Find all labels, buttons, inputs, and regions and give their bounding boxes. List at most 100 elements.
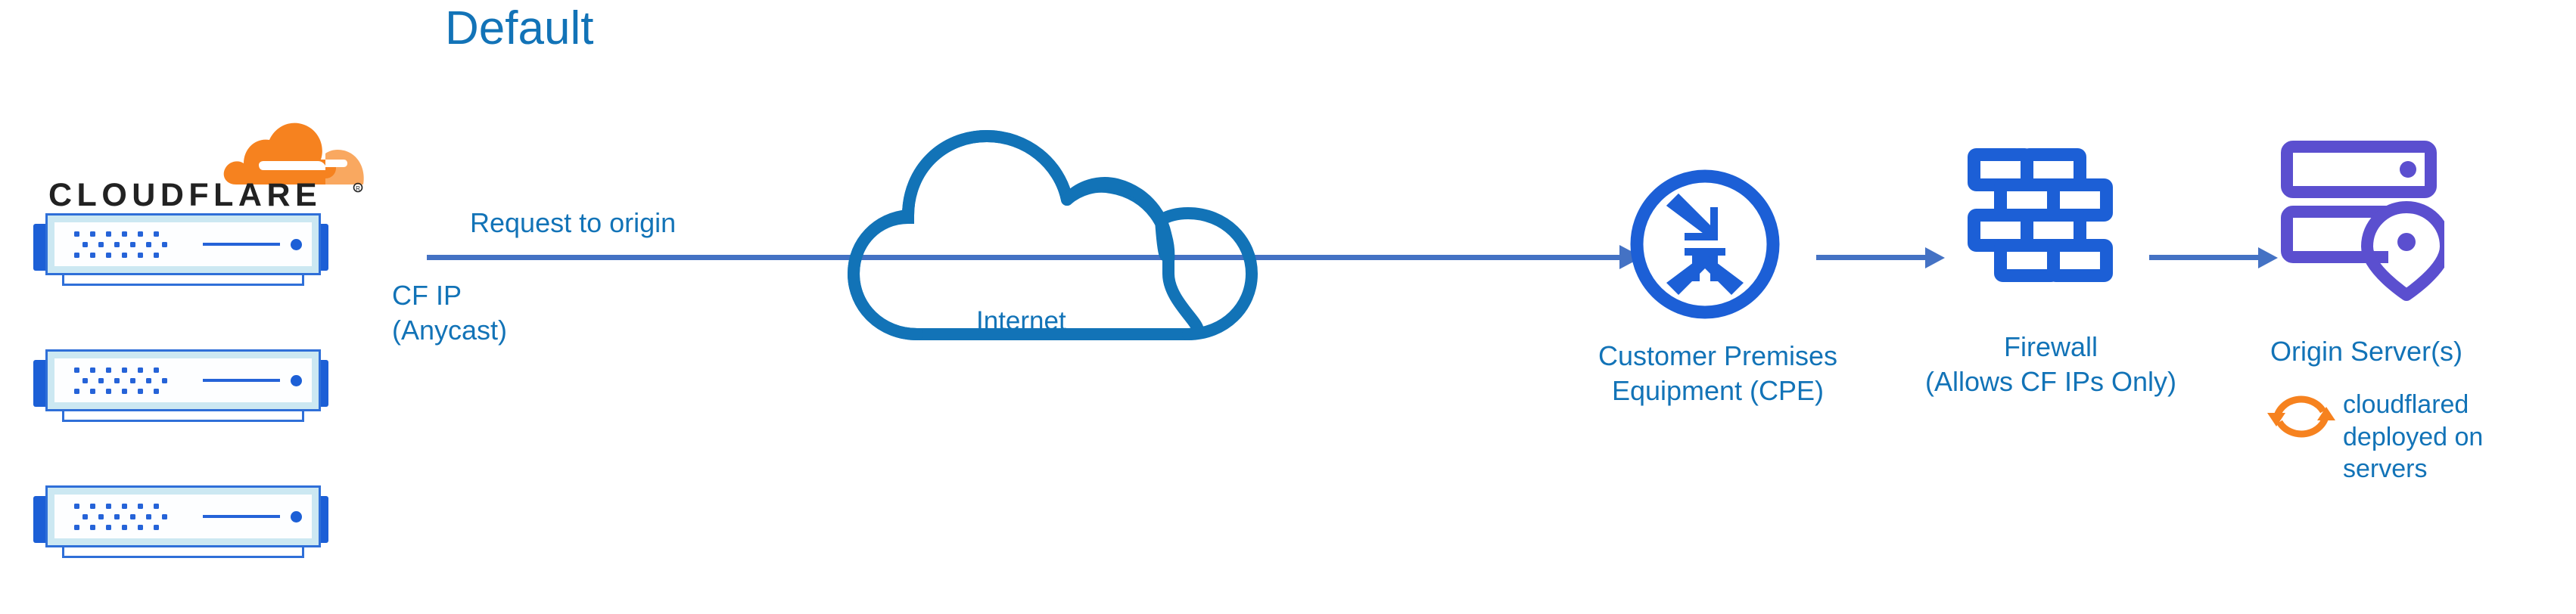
server-led-dot <box>90 367 95 373</box>
server-led-dot <box>114 514 120 519</box>
server-led-dot <box>74 231 79 237</box>
cf-ip-label-line2: (Anycast) <box>392 315 508 346</box>
server-led-dot <box>114 242 120 247</box>
server-frame <box>45 349 321 411</box>
server-led-dot <box>122 389 127 394</box>
server-led-dot <box>90 504 95 509</box>
cpe-to-firewall-arrow-line <box>1816 255 1927 260</box>
server-led-dot <box>90 253 95 258</box>
server-led-dot <box>138 525 143 530</box>
server-frame <box>45 485 321 547</box>
server-led-dot <box>90 389 95 394</box>
server-led-dot <box>138 504 143 509</box>
cloudflare-cloud-logo-icon <box>222 112 366 185</box>
server-led-dot <box>154 525 159 530</box>
server-power-led <box>291 239 302 250</box>
firewall-label-line1: Firewall <box>2003 331 2098 362</box>
firewall-label: Firewall (Allows CF IPs Only) <box>1884 330 2217 399</box>
server-led-dot <box>129 514 135 519</box>
server-led-dot <box>138 253 143 258</box>
request-to-origin-label: Request to origin <box>470 207 677 238</box>
server-led-dot <box>154 389 159 394</box>
server-led-dot <box>106 389 111 394</box>
cloudflared-label: cloudflared deployed on servers <box>2343 389 2540 485</box>
router-four-arrows-icon <box>1626 165 1784 324</box>
server-led-dot <box>106 525 111 530</box>
cloudflared-label-line2: deployed on <box>2343 422 2484 451</box>
server-led-dot <box>138 231 143 237</box>
server-led-dot <box>74 389 79 394</box>
server-face <box>54 495 312 538</box>
server-led-dot <box>114 378 120 383</box>
server-led-dot <box>122 367 127 373</box>
server-led-dot <box>98 514 104 519</box>
cloudflare-logo: CLOUDFLARE R <box>35 112 368 213</box>
firewall-to-origin-arrow-line <box>2149 255 2260 260</box>
server-led-dot <box>145 514 151 519</box>
cf-ip-label: CF IP (Anycast) <box>392 278 507 348</box>
server-led-dot <box>82 242 88 247</box>
server-indicator-bar <box>203 379 280 382</box>
server-led-dot <box>138 367 143 373</box>
server-power-led <box>291 375 302 386</box>
cloudflare-wordmark: CLOUDFLARE R <box>48 177 366 213</box>
server-led-dot <box>74 367 79 373</box>
server-led-dot <box>74 253 79 258</box>
server-led-dot <box>145 242 151 247</box>
server-led-dot <box>90 231 95 237</box>
internet-cloud-icon <box>838 106 1277 340</box>
server-led-dot <box>122 231 127 237</box>
server-led-dot <box>106 367 111 373</box>
server-indicator-bar <box>203 243 280 246</box>
server-led-dot <box>138 389 143 394</box>
server-led-dot <box>154 253 159 258</box>
server-led-dot <box>74 525 79 530</box>
server-led-matrix <box>74 504 173 532</box>
server-led-dot <box>122 253 127 258</box>
server-face <box>54 222 312 266</box>
server-face <box>54 358 312 402</box>
cf-server-unit-2 <box>23 340 339 425</box>
origin-server-label: Origin Server(s) <box>2270 336 2463 367</box>
cpe-to-firewall-arrow-head-icon <box>1925 247 1945 268</box>
server-led-dot <box>74 504 79 509</box>
brick-wall-icon <box>1968 148 2117 299</box>
server-led-dot <box>154 231 159 237</box>
server-led-dot <box>161 242 167 247</box>
firewall-label-line2: (Allows CF IPs Only) <box>1924 366 2177 398</box>
server-led-dot <box>145 378 151 383</box>
server-led-dot <box>106 253 111 258</box>
cloudflared-label-line3: servers <box>2343 454 2428 483</box>
internet-label: Internet <box>976 306 1066 336</box>
cpe-label: Customer Premises Equipment (CPE) <box>1559 339 1877 408</box>
server-frame <box>45 213 321 275</box>
server-led-dot <box>129 378 135 383</box>
server-led-dot <box>106 231 111 237</box>
request-arrow-line <box>427 255 1624 260</box>
server-led-matrix <box>74 231 173 260</box>
refresh-sync-circular-arrows-icon <box>2266 383 2337 451</box>
cloudflared-label-line1: cloudflared <box>2343 390 2469 419</box>
cf-ip-label-line1: CF IP <box>392 280 462 311</box>
server-led-dot <box>106 504 111 509</box>
server-led-dot <box>82 378 88 383</box>
server-led-dot <box>82 514 88 519</box>
cpe-label-line1: Customer Premises <box>1598 340 1838 371</box>
server-led-dot <box>90 525 95 530</box>
cf-server-unit-3 <box>23 476 339 561</box>
server-led-dot <box>154 367 159 373</box>
server-led-dot <box>154 504 159 509</box>
server-led-dot <box>122 525 127 530</box>
svg-text:CLOUDFLARE: CLOUDFLARE <box>48 178 322 212</box>
page-title: Default <box>445 2 594 54</box>
server-led-dot <box>122 504 127 509</box>
svg-text:R: R <box>356 185 360 192</box>
server-indicator-bar <box>203 515 280 518</box>
server-power-led <box>291 511 302 523</box>
server-led-dot <box>98 378 104 383</box>
cpe-label-line2: Equipment (CPE) <box>1611 375 1825 407</box>
server-led-dot <box>161 378 167 383</box>
server-led-matrix <box>74 367 173 396</box>
server-led-dot <box>98 242 104 247</box>
